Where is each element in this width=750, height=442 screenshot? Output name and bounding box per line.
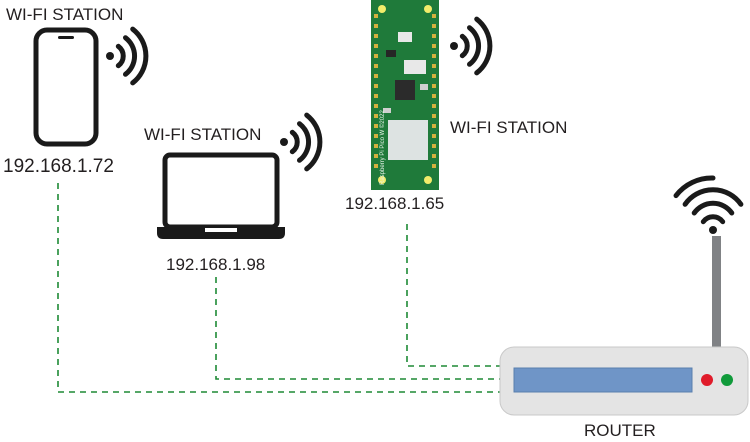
pico-role-label: WI-FI STATION (450, 118, 567, 137)
link-pico-router (406, 224, 500, 367)
laptop-icon (157, 152, 285, 239)
wifi-signal-icon (280, 112, 323, 172)
phone-role-label: WI-FI STATION (6, 5, 123, 24)
pico-board-text: Raspberry Pi Pico W ©2022 (379, 110, 386, 185)
wifi-signal-icon (450, 16, 493, 76)
link-phone-router (57, 183, 500, 393)
connection-lines (57, 183, 500, 393)
pico-pins-right (432, 14, 436, 168)
pico-pins-left (374, 14, 378, 168)
pico-board-icon: Raspberry Pi Pico W ©2022 (371, 0, 439, 190)
wifi-signal-icon (673, 175, 744, 234)
link-laptop-router (215, 277, 500, 380)
laptop-role-label: WI-FI STATION (144, 125, 261, 144)
wifi-signal-icon (106, 26, 149, 86)
phone-ip-label: 192.168.1.72 (3, 156, 114, 177)
smartphone-icon (33, 27, 99, 147)
router-label: ROUTER (584, 421, 656, 440)
pico-ip-label: 192.168.1.65 (345, 194, 444, 213)
router-icon (499, 236, 749, 416)
laptop-ip-label: 192.168.1.98 (166, 255, 265, 274)
